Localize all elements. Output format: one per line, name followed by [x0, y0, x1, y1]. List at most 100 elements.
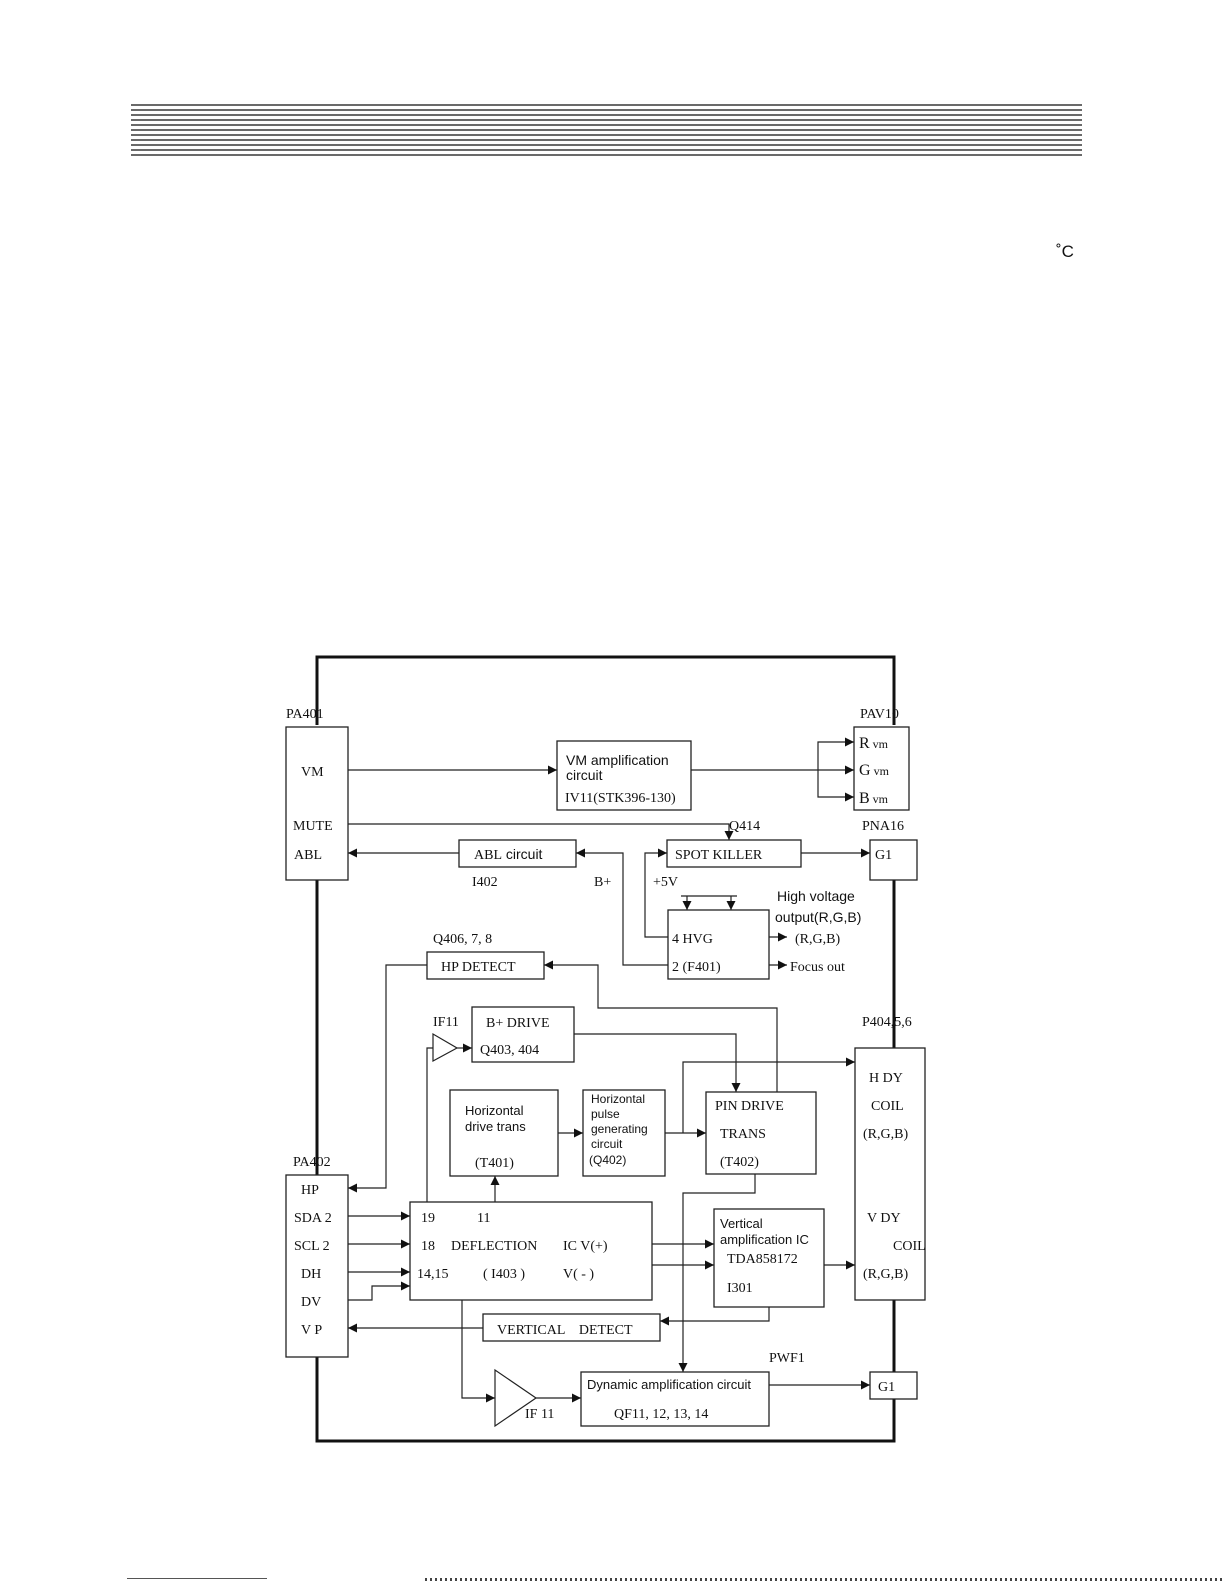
h-drive-line1: Horizontal [465, 1103, 524, 1118]
hv-output-rgb: (R,G,B) [795, 932, 840, 947]
deflection-pin-11: 11 [477, 1211, 490, 1226]
pa402-connector [285, 1174, 349, 1358]
pna16-label: PNA16 [862, 819, 904, 834]
deflection-pin-19: 19 [421, 1211, 435, 1226]
bplus-drive-line1: B+ DRIVE [486, 1016, 550, 1031]
pa402-pin-vp: V P [301, 1323, 322, 1338]
wire-amp-to-rvm [817, 737, 854, 770]
pin-drive-line1: PIN DRIVE [715, 1099, 784, 1114]
pa401-pin-vm: VM [301, 765, 324, 780]
wire-bplus-to-abl [576, 848, 668, 966]
pa401-pin-mute: MUTE [293, 819, 333, 834]
vdy-line3: (R,G,B) [863, 1267, 908, 1282]
wire-hp-detect-to-pa402 [348, 964, 427, 1193]
dynamic-amp-triangle [494, 1368, 538, 1428]
bplus-drive-block [471, 1006, 575, 1063]
hvg-line2: 2 (F401) [672, 960, 721, 975]
pin-drive-line3: (T402) [720, 1155, 759, 1170]
p404-connector [854, 1047, 926, 1301]
dyn-amp-line1: Dynamic amplification circuit [587, 1377, 751, 1392]
vm-amplification-block [556, 740, 692, 811]
vm-amp-line3: IV11(STK396-130) [565, 791, 676, 806]
wire-vert-amp-to-detect [660, 1307, 770, 1326]
vertical-detect-label: VERTICAL DETECT [497, 1323, 633, 1338]
wire-pin-drive-to-dynamic-amp [678, 1174, 756, 1372]
vert-amp-line2: amplification IC [720, 1232, 809, 1247]
degree-celsius-symbol: ˚C [1056, 242, 1074, 261]
pa401-pin-abl: ABL [294, 848, 322, 863]
wire-deflection-to-buffer [426, 1047, 433, 1202]
vertical-amplification-ic-block [713, 1208, 825, 1308]
deflection-name: DEFLECTION [451, 1239, 537, 1254]
h-drive-line2: drive trans [465, 1119, 526, 1134]
deflection-vminus: V( - ) [563, 1267, 594, 1282]
wire-hvg-to-spot-killer [644, 848, 668, 938]
pa402-pin-dh: DH [301, 1267, 321, 1282]
pwf1-label: PWF1 [769, 1351, 805, 1366]
abl-circuit-label: ABL circuit [474, 846, 543, 863]
outer-frame-left-lower [315, 1357, 896, 1443]
hp-detect-label: HP DETECT [441, 960, 516, 975]
footer-rule-left [127, 1578, 267, 1579]
vm-amp-line2: circuit [566, 767, 603, 783]
pa402-pin-dv: DV [301, 1295, 321, 1310]
vert-amp-line3: TDA858172 [727, 1252, 798, 1267]
hp-detect-ref: Q406, 7, 8 [433, 932, 492, 947]
deflection-pin-1415: 14,15 [417, 1267, 449, 1282]
wire-mute-to-spot-killer [348, 823, 734, 840]
outer-frame [315, 655, 896, 725]
vert-amp-line4: I301 [727, 1281, 753, 1296]
pav10-pin-b: B vm [859, 790, 889, 807]
pa402-pin-scl2: SCL 2 [294, 1239, 330, 1254]
pa401-connector [285, 726, 349, 881]
p404-label: P404,5,6 [862, 1015, 912, 1030]
wire-bplus-drive-to-pin-drive [574, 1033, 741, 1092]
wire-dv [348, 1281, 410, 1301]
hvg-block [667, 909, 770, 980]
bplus-label: B+ [594, 875, 611, 890]
vdy-line1: V DY [867, 1211, 901, 1226]
pav10-label: PAV10 [860, 707, 899, 722]
vm-amp-line1: VM amplification [566, 752, 669, 768]
abl-circuit-block [458, 839, 577, 868]
hv-output-line1: High voltage [777, 888, 855, 904]
hv-output-line2: output(R,G,B) [775, 909, 861, 925]
pna16-connector [869, 839, 918, 881]
vdy-line2: COIL [893, 1239, 926, 1254]
hdy-line1: H DY [869, 1071, 903, 1086]
deflection-pin-18: 18 [421, 1239, 435, 1254]
h-pulse-line3: generating [591, 1122, 648, 1136]
pin-drive-trans-block [705, 1091, 817, 1175]
h-pulse-line2: pulse [591, 1107, 620, 1121]
dyn-amp-ref: IF 11 [525, 1407, 554, 1422]
hp-detect-block [426, 951, 545, 980]
deflection-ic-vplus: IC V(+) [563, 1239, 608, 1254]
hvg-line1: 4 HVG [672, 932, 713, 947]
bplus-drive-buffer [432, 1032, 459, 1063]
pna16-g1: G1 [875, 848, 892, 863]
pa401-label: PA401 [286, 707, 324, 722]
pa402-label: PA402 [293, 1155, 331, 1170]
footer-rule-right [425, 1578, 1225, 1581]
h-pulse-line1: Horizontal [591, 1092, 645, 1106]
abl-ref: I402 [472, 875, 498, 890]
pav10-pin-r: R vm [859, 735, 889, 752]
hdy-line2: COIL [871, 1099, 904, 1114]
wire-h-pulse-to-hdy [682, 1057, 855, 1133]
pin-drive-line2: TRANS [720, 1127, 766, 1142]
vert-amp-line1: Vertical [720, 1216, 763, 1231]
horizontal-pulse-block [582, 1089, 666, 1177]
pa402-pin-sda2: SDA 2 [294, 1211, 332, 1226]
h-pulse-line4: circuit [591, 1137, 623, 1151]
hv-focus-out: Focus out [790, 960, 845, 975]
pav10-pin-g: G vm [859, 762, 890, 779]
bplus-drive-amp-ref: IF11 [433, 1015, 459, 1030]
plus5v-label: +5V [653, 875, 678, 890]
deflection-ref: ( I403 ) [483, 1267, 525, 1282]
pwf1-connector [869, 1371, 918, 1400]
horizontal-drive-trans-block [449, 1089, 559, 1177]
header-rule-bar [131, 104, 1082, 158]
pav10-connector [853, 726, 910, 811]
dynamic-amplification-block [580, 1371, 770, 1427]
